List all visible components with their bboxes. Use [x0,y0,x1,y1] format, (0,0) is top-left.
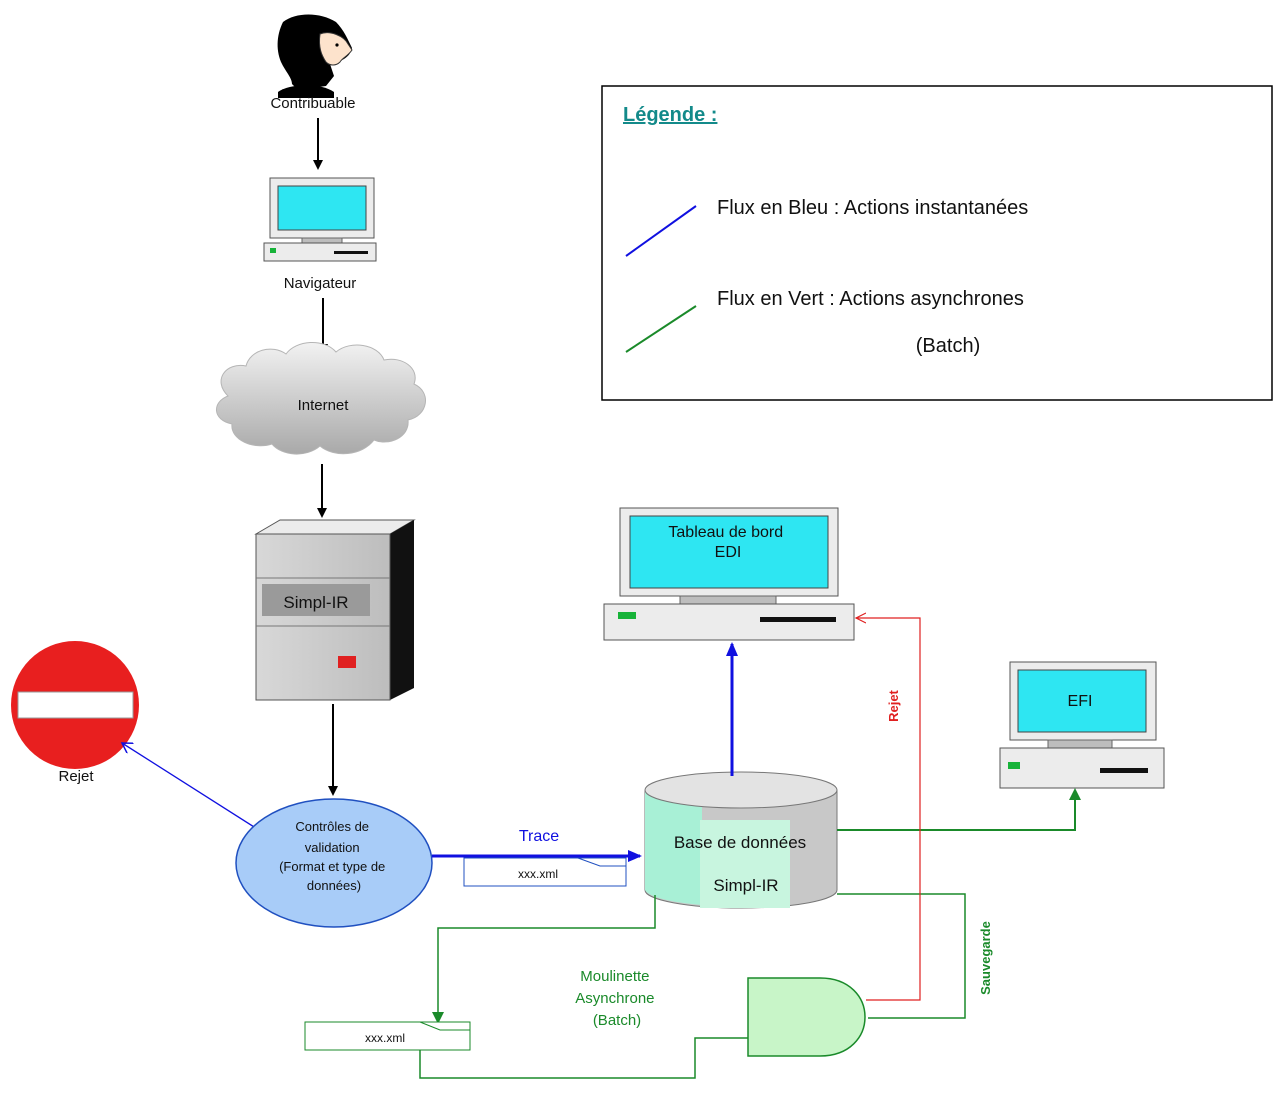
batch-gate-node [747,977,866,1057]
validation-line-1: Contrôles de [295,819,369,834]
browser-label: Navigateur [284,275,357,292]
file-top-label: xxx.xml [518,867,558,881]
reject-sign-label: Rejet [58,768,94,785]
database-sub-label: Simpl-IR [713,876,778,895]
backup-label: Sauvegarde [978,921,993,995]
legend-box [601,85,1273,401]
server-label: Simpl-IR [283,593,348,612]
browser-computer-icon [263,177,377,262]
user-label: Contribuable [270,95,355,112]
arrow-backup [837,893,966,1019]
database-label: Base de données [674,833,806,852]
legend-green-text: Flux en Vert : Actions asynchrones [717,288,1024,310]
legend-green-swatch [625,305,697,353]
file-bottom-label: xxx.xml [365,1031,405,1045]
file-bottom [304,1021,471,1051]
trace-label: Trace [519,828,559,845]
legend-green-note: (Batch) [916,335,980,357]
validation-line-3: (Format et type de [279,859,385,874]
arrow-db-to-file [432,895,656,1024]
batch-line-1: Moulinette [580,968,649,985]
validation-node [235,798,433,928]
dashboard-line-2: EDI [715,544,742,561]
validation-line-2: validation [305,840,360,855]
user-icon [277,14,353,98]
arrow-file-to-batch [419,1037,748,1079]
no-entry-icon [11,641,139,769]
legend-title: Légende : [623,104,717,126]
server-icon [254,519,416,701]
file-top [463,857,627,887]
batch-line-2: Asynchrone [575,990,654,1007]
svg-text:Tableau de bord EDI: Tableau de bord EDI [668,524,787,561]
internet-label: Internet [298,397,350,414]
reject-red-label: Rejet [886,689,901,721]
batch-line-3: (Batch) [593,1012,641,1029]
arrow-validation-to-reject [122,743,263,833]
database-icon [644,771,838,909]
efi-computer-icon [999,661,1165,789]
arrow-reject-to-dashboard [856,618,921,1001]
dashboard-computer-icon [603,507,855,641]
cloud-icon [216,342,426,455]
legend-blue-swatch [625,205,697,257]
validation-line-4: données) [307,878,361,893]
dashboard-line-1: Tableau de bord [668,524,783,541]
legend-blue-text: Flux en Bleu : Actions instantanées [717,197,1028,219]
efi-label: EFI [1068,693,1093,710]
svg-text:Contrôles de validation: Contrôles de validation (Format et type … [279,819,389,893]
svg-text:Moulinette Asynchrone: Moulinette Asynchrone (Batch) [575,968,658,1029]
arrow-db-to-efi [837,788,1081,831]
